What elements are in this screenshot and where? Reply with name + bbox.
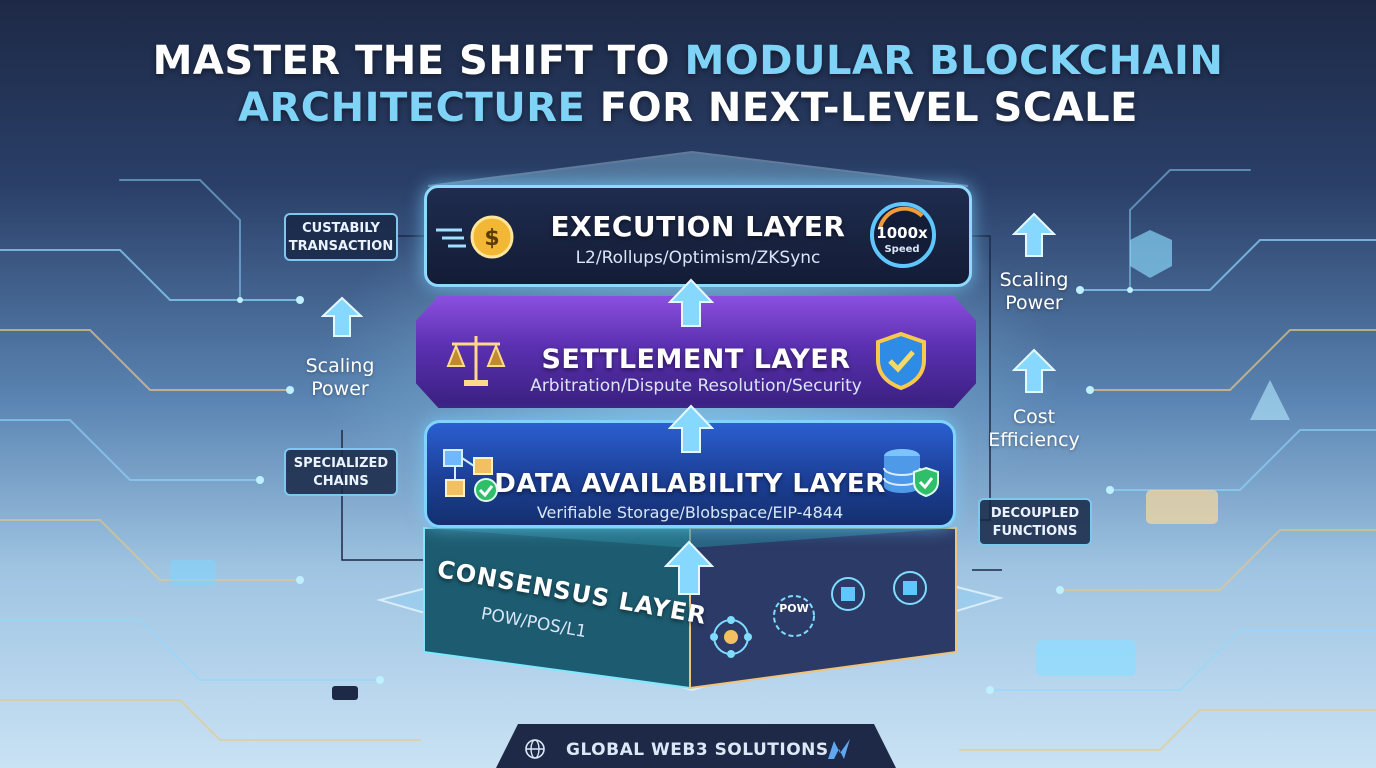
arrow-up-icon [664,540,714,595]
settlement-layer-name: SETTLEMENT LAYER [541,344,851,375]
svg-text:$: $ [484,226,499,251]
left-scaling-power: Scaling Power [305,355,375,400]
specialized-chains-box: SPECIALIZED CHAINS [284,448,398,496]
globe-icon [525,739,545,759]
footer-text: GLOBAL WEB3 SOLUTIONS [566,740,829,760]
shield-check-icon [876,331,926,391]
execution-layer-name: EXECUTION LAYER [550,210,846,243]
data-availability-layer-name: DATA AVAILABILITY LAYER [494,469,886,499]
blocks-network-icon [443,449,498,502]
arrow-up-icon [668,278,714,327]
right-scaling-power: Scaling Power [999,269,1069,314]
arrow-up-icon [321,296,363,337]
execution-layer-subtitle: L2/Rollups/Optimism/ZKSync [575,248,821,268]
coin-dollar-icon: $ [436,215,514,259]
decoupled-functions-box: DECOUPLED FUNCTIONS [978,498,1092,546]
node-network-icon [710,616,752,658]
arrow-up-icon [1012,212,1056,257]
speed-badge-value: 1000x [876,224,928,242]
database-shield-icon [883,449,939,498]
pow-token-icon [773,595,815,637]
arrow-up-icon [668,404,714,453]
cube-network-icon [831,571,927,611]
right-cost-efficiency: Cost Efficiency [988,406,1080,451]
scales-icon [446,336,506,386]
brand-logo-icon [828,739,850,759]
footer-bar [496,724,896,768]
arrow-up-icon [1012,348,1056,393]
data-availability-layer-subtitle: Verifiable Storage/Blobspace/EIP-4844 [536,503,844,522]
speedometer-icon [870,202,936,268]
settlement-layer-subtitle: Arbitration/Dispute Resolution/Security [530,376,862,396]
speed-badge-label: Speed [884,244,920,255]
custabily-transaction-box: CUSTABILY TRANSACTION [284,213,398,261]
title-line-2: ARCHITECTURE FOR NEXT-LEVEL SCALE [238,85,1138,131]
title-line-1: MASTER THE SHIFT TO MODULAR BLOCKCHAIN [152,38,1224,84]
pow-label: POW [779,602,809,615]
